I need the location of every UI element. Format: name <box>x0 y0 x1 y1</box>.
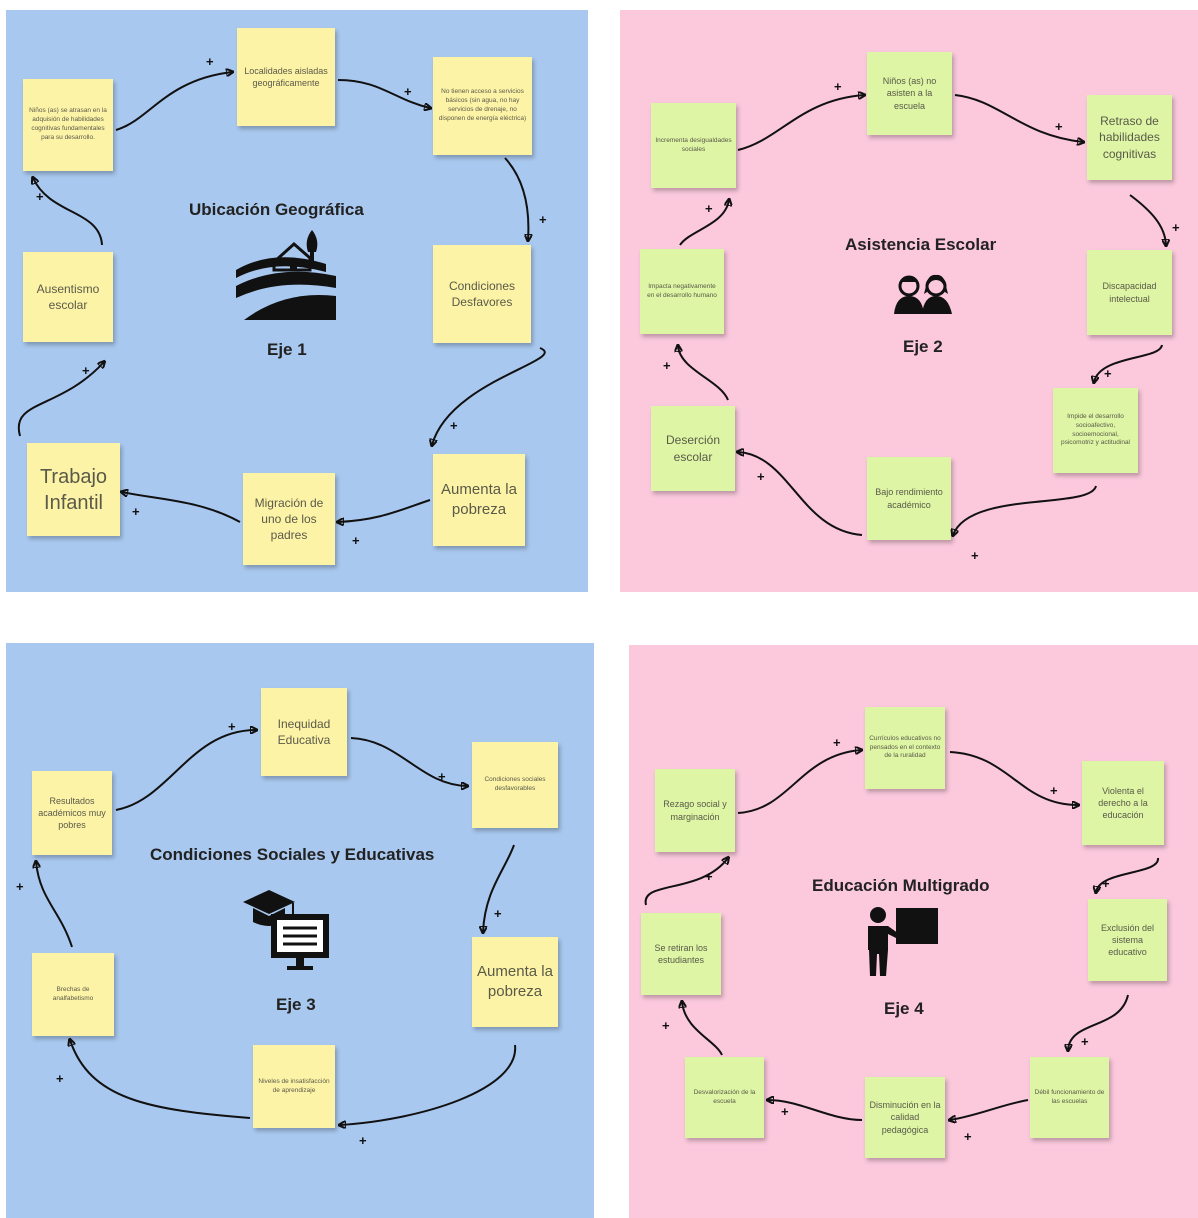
note-resultados-academicos: Resultados académicos muy pobres <box>32 771 112 855</box>
note-aumenta-pobreza-3: Aumenta la pobreza <box>472 937 558 1027</box>
plus-sign: + <box>352 533 360 548</box>
plus-sign: + <box>404 84 412 99</box>
title-condiciones-sociales-educativas: Condiciones Sociales y Educativas <box>150 845 435 864</box>
plus-sign: + <box>1172 220 1180 235</box>
note-discapacidad-intelectual: Discapacidad intelectual <box>1087 250 1172 335</box>
note-impide-desarrollo: Impide el desarrollo socioafectivo, soci… <box>1053 388 1138 473</box>
plus-sign: + <box>228 719 236 734</box>
note-condiciones-sociales-desfavorables: Condiciones sociales desfavorables <box>472 742 558 828</box>
note-violenta-derecho: Violenta el derecho a la educación <box>1082 761 1164 845</box>
note-ausentismo-escolar: Ausentismo escolar <box>23 252 113 342</box>
note-trabajo-infantil: Trabajo Infantil <box>27 443 120 536</box>
plus-sign: + <box>438 769 446 784</box>
plus-sign: + <box>834 79 842 94</box>
plus-sign: + <box>494 906 502 921</box>
note-retraso-habilidades: Retraso de habilidades cognitivas <box>1087 95 1172 180</box>
label-eje-1: Eje 1 <box>267 340 307 359</box>
plus-sign: + <box>1081 1034 1089 1049</box>
note-aumenta-pobreza: Aumenta la pobreza <box>433 454 525 546</box>
plus-sign: + <box>359 1133 367 1148</box>
title-asistencia-escolar: Asistencia Escolar <box>845 235 997 254</box>
plus-sign: + <box>16 879 24 894</box>
plus-sign: + <box>1102 876 1110 891</box>
note-rezago-social: Rezago social y marginación <box>655 769 735 852</box>
plus-sign: + <box>132 504 140 519</box>
note-curriculos-ruralidad: Currículos educativos no pensados en el … <box>865 707 945 789</box>
plus-sign: + <box>833 735 841 750</box>
note-localidades-aisladas: Localidades aisladas geográficamente <box>237 28 335 126</box>
note-incrementa-desigualdades: Incrementa desigualdades sociales <box>651 103 736 188</box>
note-exclusion-sistema: Exclusión del sistema educativo <box>1088 899 1167 981</box>
plus-sign: + <box>781 1104 789 1119</box>
plus-sign: + <box>663 358 671 373</box>
plus-sign: + <box>206 54 214 69</box>
note-bajo-rendimiento: Bajo rendimiento académico <box>867 457 951 540</box>
plus-sign: + <box>705 869 713 884</box>
note-desvalorizacion-escuela: Desvalorización de la escuela <box>685 1057 764 1138</box>
note-sin-servicios-basicos: No tienen acceso a servicios básicos (si… <box>433 57 532 155</box>
note-desercion-escolar: Deserción escolar <box>651 406 735 491</box>
note-inequidad-educativa: Inequidad Educativa <box>261 688 347 776</box>
label-eje-3: Eje 3 <box>276 995 316 1014</box>
plus-sign: + <box>56 1071 64 1086</box>
plus-sign: + <box>36 189 44 204</box>
plus-sign: + <box>705 201 713 216</box>
note-condiciones-desfavores: Condiciones Desfavores <box>433 245 531 343</box>
note-debil-funcionamiento: Débil funcionamiento de las escuelas <box>1030 1057 1109 1138</box>
note-impacta-desarrollo-humano: Impacta negativamente en el desarrollo h… <box>640 249 724 334</box>
title-ubicacion-geografica: Ubicación Geográfica <box>189 200 364 219</box>
rural-house-hill-icon <box>236 230 336 320</box>
plus-sign: + <box>82 363 90 378</box>
plus-sign: + <box>450 418 458 433</box>
plus-sign: + <box>1050 783 1058 798</box>
note-niveles-insatisfaccion: Niveles de insatisfacción de aprendizaje <box>253 1045 335 1128</box>
teacher-board-icon <box>868 907 938 976</box>
plus-sign: + <box>539 212 547 227</box>
plus-sign: + <box>964 1129 972 1144</box>
note-disminucion-calidad: Disminución en la calidad pedagógica <box>865 1077 945 1158</box>
plus-sign: + <box>971 548 979 563</box>
plus-sign: + <box>1104 366 1112 381</box>
note-migracion-padres: Migración de uno de los padres <box>243 473 335 565</box>
plus-sign: + <box>1055 119 1063 134</box>
plus-sign: + <box>757 469 765 484</box>
note-ninos-no-asisten: Niños (as) no asisten a la escuela <box>867 52 952 135</box>
plus-sign: + <box>662 1018 670 1033</box>
note-se-retiran-estudiantes: Se retiran los estudiantes <box>641 913 721 995</box>
note-atraso-habilidades: Niños (as) se atrasan en la adquisión de… <box>23 79 113 171</box>
graduation-cap-computer-icon <box>243 890 329 970</box>
title-educacion-multigrado: Educación Multigrado <box>812 876 990 895</box>
label-eje-4: Eje 4 <box>884 999 924 1018</box>
note-brechas-analfabetismo: Brechas de analfabetismo <box>32 953 114 1036</box>
label-eje-2: Eje 2 <box>903 337 943 356</box>
two-children-icon <box>894 274 952 314</box>
